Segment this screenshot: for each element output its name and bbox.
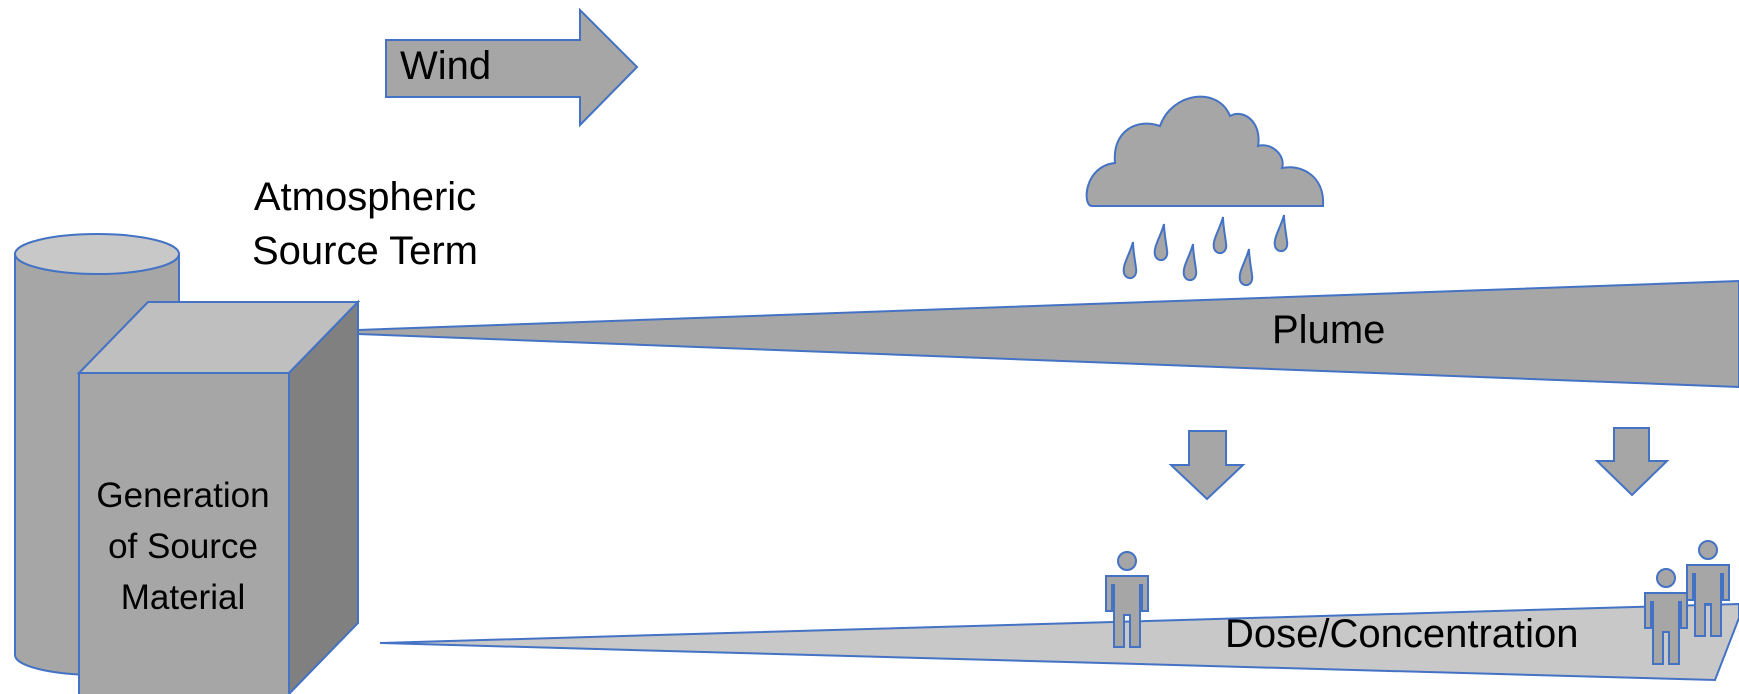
raindrop-icon [1155,224,1168,260]
source-term-line: Atmospheric [230,170,500,224]
raindrop-icon [1275,215,1288,251]
atmospheric-source-term-label: Atmospheric Source Term [230,170,500,278]
down-arrow-icon [1597,428,1667,495]
raindrops [1124,215,1288,285]
generation-line: Generation [79,470,287,521]
dose-concentration-label: Dose/Concentration [1225,612,1579,657]
raindrop-icon [1184,244,1197,280]
generation-of-source-material-label: Generation of Source Material [79,470,287,623]
raindrop-icon [1240,249,1253,285]
raindrop-icon [1214,217,1227,253]
plume-shape [358,281,1739,387]
cloud-icon [1087,97,1323,206]
source-term-line: Source Term [230,224,500,278]
generation-line: of Source [79,521,287,572]
raindrop-icon [1124,242,1137,278]
down-arrow-icon [1171,431,1243,499]
plume-label: Plume [1272,308,1385,353]
generation-line: Material [79,572,287,623]
wind-label: Wind [400,44,491,89]
